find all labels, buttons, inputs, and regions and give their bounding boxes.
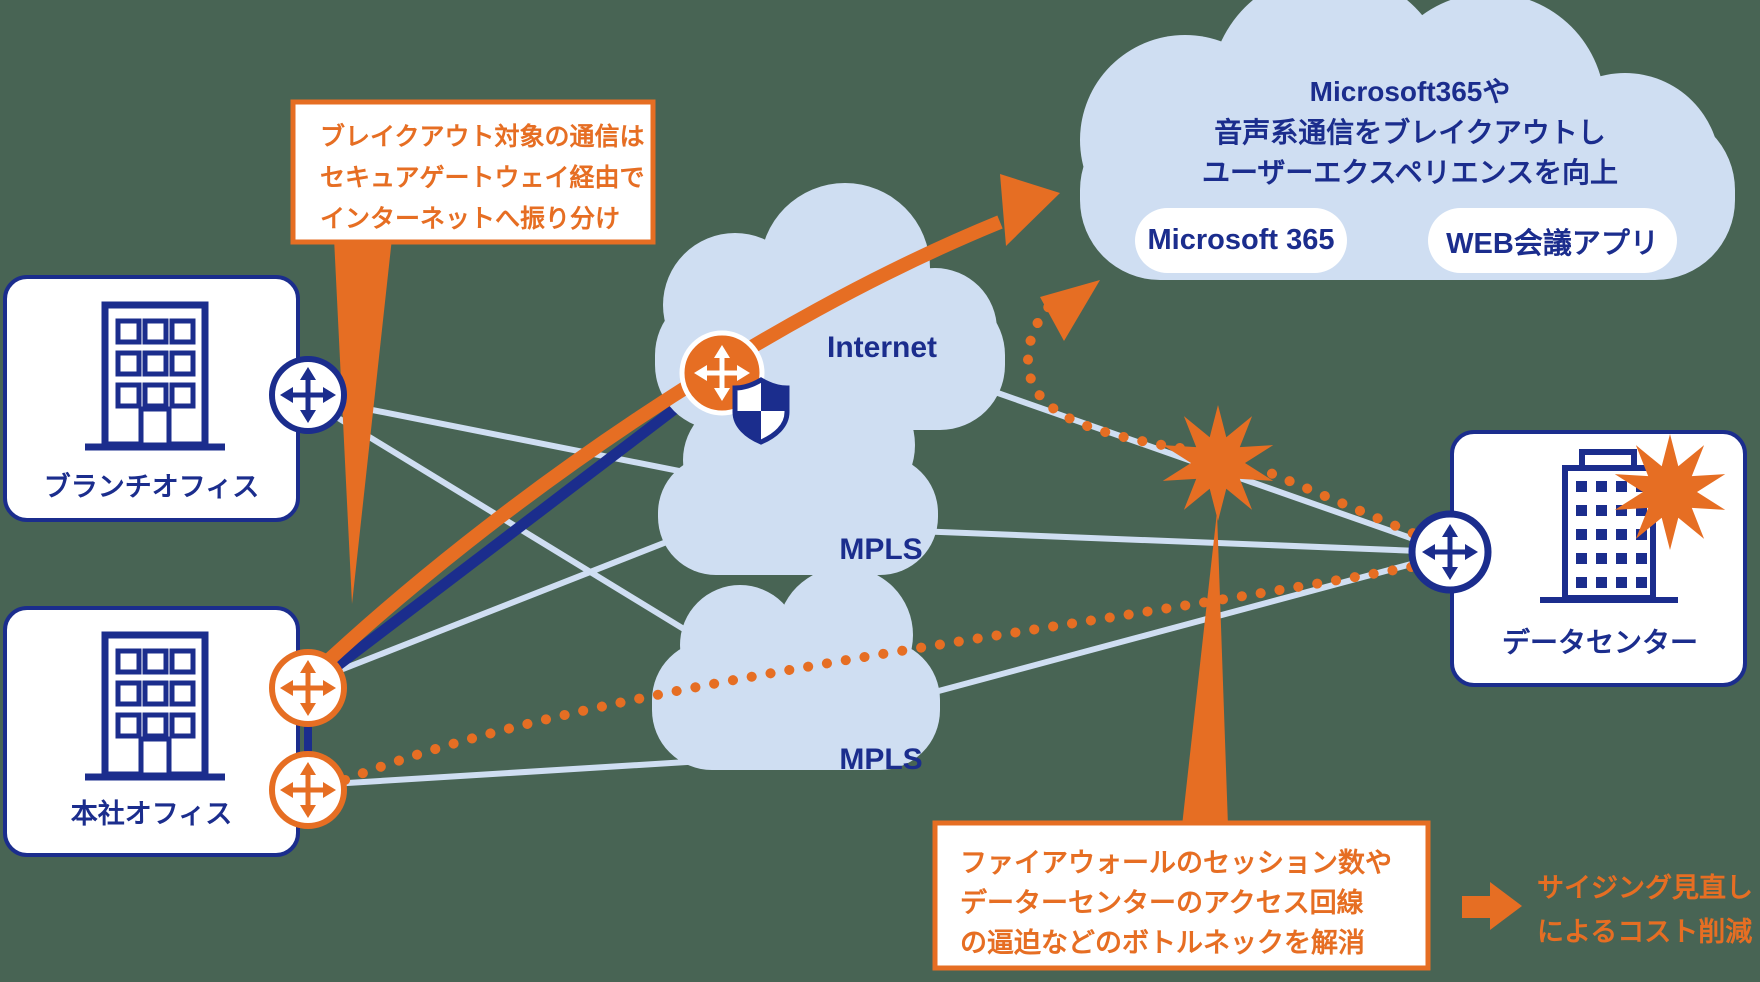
dotted-datacenter-to-bottleneck bbox=[1263, 467, 1453, 553]
bottleneck-callout-tail bbox=[1182, 512, 1228, 826]
mpls-upper-cloud-label: MPLS bbox=[839, 533, 923, 566]
breakout-arrow bbox=[311, 174, 1060, 678]
breakout-callout-box bbox=[290, 99, 656, 604]
mpls-lower-cloud-label: MPLS bbox=[839, 743, 923, 776]
sizing-note-text: サイジング見直し によるコスト削減 bbox=[1537, 873, 1753, 947]
microsoft365-pill: Microsoft 365 bbox=[1135, 208, 1347, 273]
secure-gateway-icon bbox=[679, 330, 790, 445]
head-router-lower-icon bbox=[269, 751, 347, 829]
head-office-label: 本社オフィス bbox=[70, 799, 233, 829]
bottleneck-callout-box bbox=[932, 512, 1431, 971]
datacenter-router-icon bbox=[1408, 510, 1492, 594]
internet-cloud-label: Internet bbox=[826, 331, 937, 364]
branch-office-label: ブランチオフィス bbox=[43, 472, 260, 502]
mpls-upper-cloud bbox=[658, 375, 938, 575]
shield-icon bbox=[732, 377, 790, 445]
breakout-cloud-text: Microsoft365や 音声系通信をブレイクアウトし ユーザーエクスペリエン… bbox=[1201, 76, 1619, 189]
data-center-label: データセンター bbox=[1501, 627, 1698, 658]
branch-building-icon bbox=[85, 305, 225, 447]
sizing-arrow-icon bbox=[1462, 882, 1522, 930]
head-office-building-icon bbox=[85, 635, 225, 777]
line-head-to-secure-gateway bbox=[304, 368, 726, 693]
branch-router-icon bbox=[269, 356, 347, 434]
data-center-building-icon bbox=[1540, 449, 1678, 603]
line-mpls-upper-to-datacenter bbox=[889, 527, 1446, 555]
bottleneck-callout-text: ファイアウォールのセッション数や データーセンターのアクセス回線 の逼迫などのボ… bbox=[960, 848, 1392, 958]
breakout-callout-tail bbox=[334, 238, 392, 604]
line-mpls-lower-to-datacenter bbox=[904, 552, 1446, 703]
bottleneck-starburst bbox=[1162, 405, 1274, 521]
head-router-upper-icon bbox=[269, 649, 347, 727]
web-meeting-pill: WEB会議アプリ bbox=[1428, 208, 1677, 273]
head-office-box bbox=[3, 606, 300, 857]
legacy-dotted-path bbox=[340, 298, 1453, 785]
dotted-head-to-datacenter bbox=[340, 557, 1443, 785]
dotted-bottleneck-to-cloud bbox=[1022, 298, 1185, 453]
dotted-arrowhead bbox=[1040, 280, 1100, 341]
breakout-callout-text: ブレイクアウト対象の通信は セキュアゲートウェイ経由で インターネットへ振り分け bbox=[320, 123, 645, 233]
